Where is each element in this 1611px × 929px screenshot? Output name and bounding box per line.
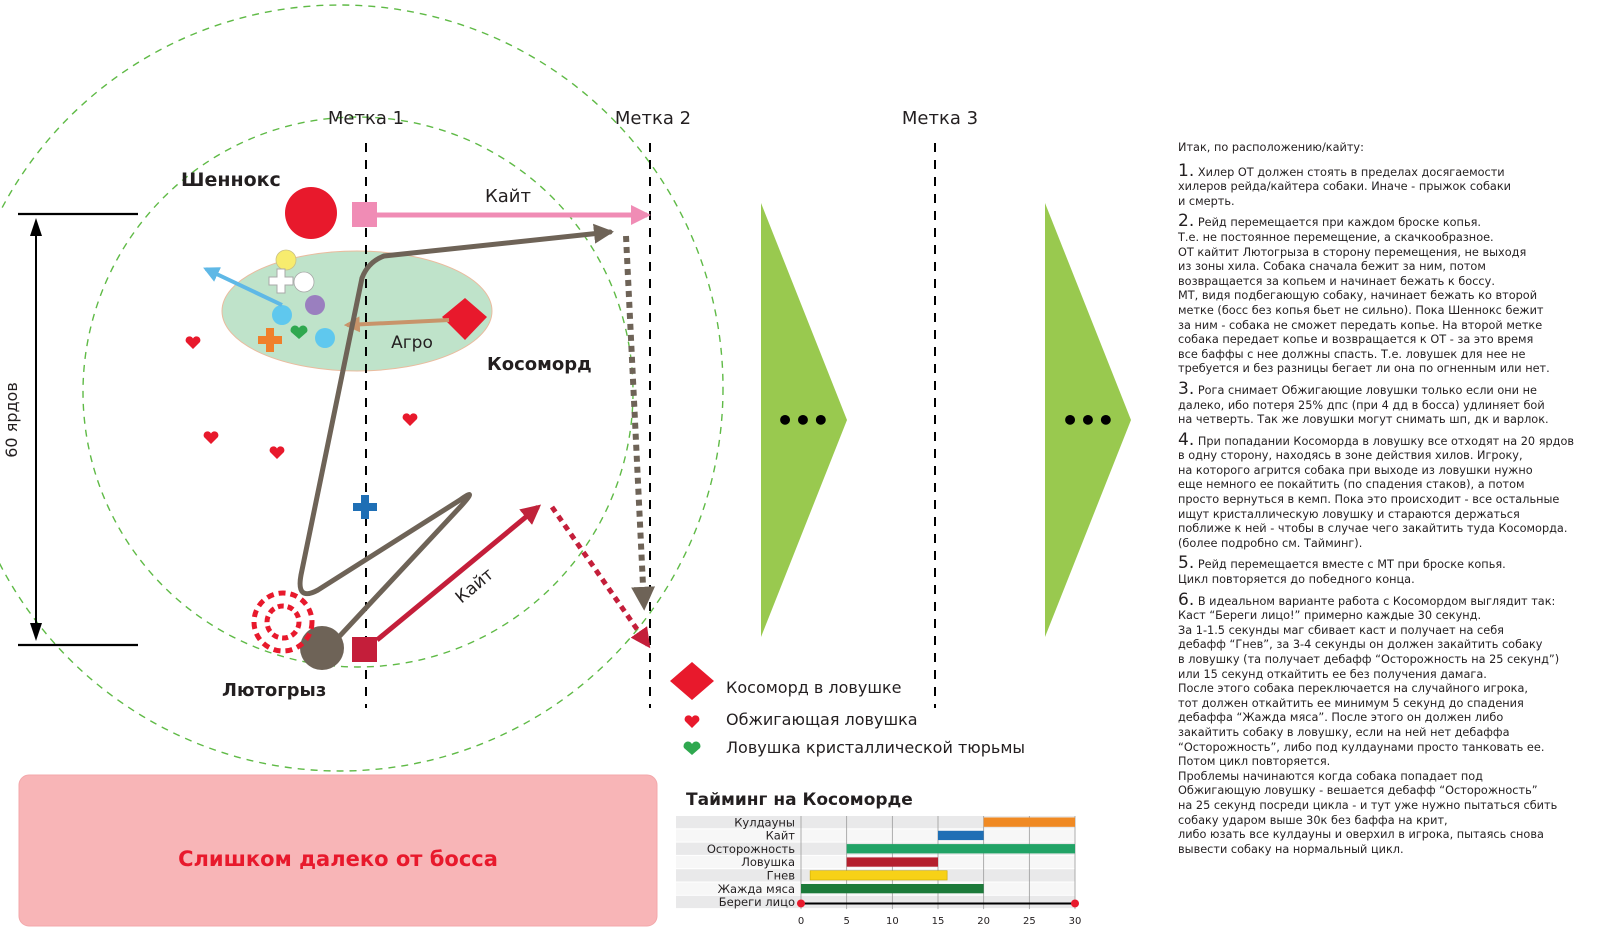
range-circle-small bbox=[82, 116, 634, 668]
healer-blue-cross-icon bbox=[353, 495, 377, 519]
timing-row-label: Кайт bbox=[766, 829, 796, 843]
next-step-chevron-1 bbox=[761, 203, 847, 637]
kite-top-label: Кайт bbox=[485, 186, 531, 207]
legend-kosomord-trapped-label: Косоморд в ловушке bbox=[726, 678, 901, 697]
shennoks-label: Шеннокс bbox=[181, 169, 281, 191]
timing-row-bg bbox=[676, 829, 1075, 842]
marker-2-label: Метка 2 bbox=[615, 108, 691, 129]
notes-item-number: 3. bbox=[1178, 378, 1195, 399]
crystal-trap-camp-icon bbox=[290, 325, 308, 339]
off-tank-return-dotted bbox=[549, 505, 651, 649]
timing-row-label: Береги лицо bbox=[719, 895, 795, 909]
marker-3-label: Метка 3 bbox=[902, 108, 978, 129]
raid-member-white-icon bbox=[293, 271, 315, 293]
notes-item: 4. При попадании Косоморда в ловушку все… bbox=[1178, 429, 1606, 552]
timing-tick-label: 0 bbox=[798, 916, 804, 927]
notes-item-number: 6. bbox=[1178, 589, 1195, 610]
timing-bar bbox=[801, 884, 984, 894]
notes-item: 5. Рейд перемещается вместе с МТ при бро… bbox=[1178, 553, 1606, 587]
timing-tick-label: 10 bbox=[886, 916, 899, 927]
notes-item-text: В идеальном варианте работа с Косоморд­о… bbox=[1178, 594, 1560, 856]
timing-tick-label: 25 bbox=[1023, 916, 1036, 927]
legend-crystal-trap-label: Ловушка кристаллической тюрьмы bbox=[726, 738, 1025, 757]
next-step-chevron-2 bbox=[1045, 203, 1131, 637]
timing-chart: КулдауныКайтОсторожностьЛовушкаГневЖажда… bbox=[676, 815, 1081, 927]
notes-item-text: При попадании Косоморда в ловушку все от… bbox=[1178, 434, 1575, 550]
timing-row-label: Кулдауны bbox=[734, 815, 795, 829]
timing-row-label: Жажда мяса bbox=[718, 882, 795, 896]
raid-member-yellow-icon bbox=[275, 249, 297, 271]
timing-bar bbox=[938, 830, 984, 841]
lyutogryz-label: Лютогрыз bbox=[222, 680, 326, 701]
notes-intro: Итак, по расположению/кайту: bbox=[1178, 141, 1364, 154]
notes-item-text: Рога снимает Обжигающие ловушки только е… bbox=[1178, 383, 1549, 427]
notes-item-number: 5. bbox=[1178, 553, 1195, 574]
timing-tick-label: 5 bbox=[843, 916, 849, 927]
ellipsis-1: ••• bbox=[776, 404, 830, 437]
notes-item-number: 1. bbox=[1178, 160, 1195, 181]
timing-tick-label: 20 bbox=[977, 916, 990, 927]
kite-arrow-bottom bbox=[375, 504, 542, 642]
timing-bar bbox=[846, 844, 1075, 854]
range-circle-large bbox=[0, 4, 724, 772]
trap-target-inner-icon bbox=[264, 603, 302, 641]
timing-bar bbox=[809, 870, 948, 881]
notes-item-number: 2. bbox=[1178, 211, 1195, 232]
timing-cast-marker bbox=[1071, 899, 1079, 908]
timing-row-label: Осторожность bbox=[707, 842, 795, 856]
aggro-label: Агро bbox=[391, 333, 433, 353]
lyutogryz-return-dotted bbox=[623, 235, 656, 611]
lyutogryz-path bbox=[297, 223, 614, 643]
off-tank-icon bbox=[352, 637, 377, 662]
timing-bar bbox=[846, 857, 938, 867]
notes-item-text: Хилер ОТ должен стоять в пределах досяга… bbox=[1178, 165, 1511, 208]
notes-item-text: Рейд перемещается при каждом броске копь… bbox=[1178, 216, 1550, 376]
timing-row-label: Гнев bbox=[767, 869, 796, 883]
legend-kosomord-trapped-icon bbox=[670, 662, 714, 700]
shennoks-boss-icon bbox=[285, 187, 337, 239]
distance-arrow-head-top bbox=[30, 218, 42, 236]
distance-label: 60 ярдов bbox=[2, 382, 21, 458]
legend-immolation-trap-icon bbox=[684, 715, 700, 728]
notes-item: 2. Рейд перемещается при каждом броске к… bbox=[1178, 211, 1606, 377]
notes-item: 6. В идеальном варианте работа с Косомор… bbox=[1178, 589, 1606, 858]
healer-orange-cross-icon bbox=[258, 328, 282, 352]
kosomord-label: Косоморд bbox=[487, 354, 592, 375]
raid-member-purple-icon bbox=[305, 295, 325, 315]
timing-chart-title: Тайминг на Косоморде bbox=[686, 790, 913, 810]
notes-panel: Итак, по расположению/кайту: 1. Хилер ОТ … bbox=[1178, 141, 1606, 862]
immolation-trap-icon bbox=[402, 413, 418, 426]
distance-arrow-head-bottom bbox=[30, 623, 42, 641]
legend-immolation-trap-label: Обжигающая ловушка bbox=[726, 710, 918, 729]
timing-row-bg bbox=[676, 895, 1075, 909]
notes-item-text: Рейд перемещается вместе с МТ при броске… bbox=[1178, 558, 1506, 587]
trap-target-outer-icon bbox=[251, 590, 315, 654]
timing-row-label: Ловушка bbox=[741, 855, 795, 869]
immolation-trap-icon bbox=[203, 431, 219, 444]
timing-tick-label: 30 bbox=[1069, 916, 1082, 927]
too-far-label: Слишком далеко от босса bbox=[178, 847, 498, 871]
timing-bar bbox=[983, 817, 1075, 827]
immolation-trap-icon bbox=[185, 336, 201, 349]
lyutogryz-boss-icon bbox=[300, 626, 344, 670]
raid-member-blue-icon-2 bbox=[315, 328, 335, 348]
main-tank-icon bbox=[352, 202, 377, 227]
timing-row-bg bbox=[676, 816, 1075, 829]
notes-item: 3. Рога снимает Обжигающие ловушки тольк… bbox=[1178, 378, 1606, 428]
legend-crystal-trap-icon bbox=[683, 741, 701, 755]
timing-tick-label: 15 bbox=[932, 916, 945, 927]
marker-1-label: Метка 1 bbox=[328, 108, 404, 129]
ellipsis-2: ••• bbox=[1061, 404, 1115, 437]
timing-cast-marker bbox=[797, 899, 805, 908]
too-far-zone bbox=[18, 774, 658, 927]
healer-move-arrow bbox=[203, 267, 283, 307]
raid-member-blue-icon-1 bbox=[272, 305, 292, 325]
healer-white-cross-icon bbox=[268, 268, 294, 294]
kosomord-boss-icon bbox=[442, 298, 487, 340]
aggro-arrow bbox=[343, 316, 450, 333]
immolation-trap-icon bbox=[269, 446, 285, 459]
notes-item: 1. Хилер ОТ должен стоять в пределах дос… bbox=[1178, 160, 1606, 210]
notes-item-number: 4. bbox=[1178, 429, 1195, 450]
